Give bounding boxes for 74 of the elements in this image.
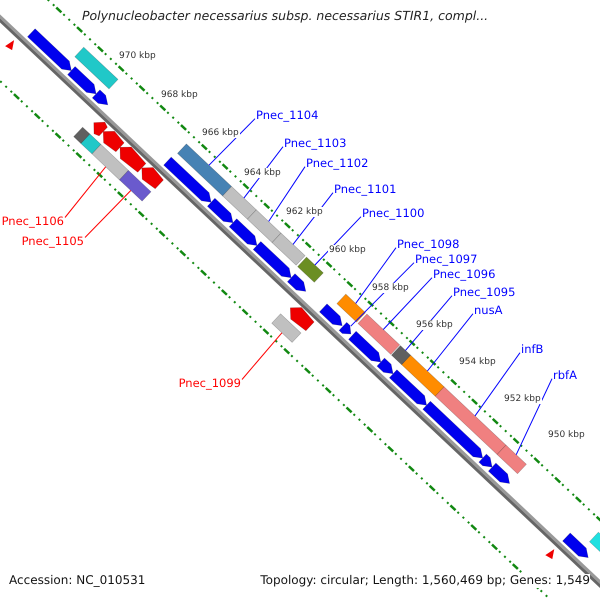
gene-bar <box>401 354 445 397</box>
gene-bar <box>141 167 164 190</box>
leader-line <box>64 166 106 218</box>
gene-bar <box>434 386 506 455</box>
gene-bar <box>319 303 343 326</box>
gene-bar <box>252 241 292 278</box>
gene-label: rbfA <box>553 368 577 382</box>
leader-line <box>314 216 362 266</box>
gene-bar <box>488 462 510 484</box>
gene-label: Pnec_1102 <box>306 156 368 170</box>
gene-label: Pnec_1097 <box>415 252 478 266</box>
gene-bar <box>286 273 306 292</box>
gene-bar <box>297 256 324 283</box>
footer-text: Accession: NC_010531 <box>9 574 146 588</box>
gene-bar <box>358 314 400 355</box>
gene-bar <box>102 130 124 152</box>
scale-label: 968 kbp <box>160 90 199 100</box>
scale-label: 962 kbp <box>285 207 324 218</box>
scale-label: 970 kbp <box>118 51 157 62</box>
leader-line <box>474 352 520 416</box>
leader-line <box>426 313 474 372</box>
gene-bar <box>388 369 427 406</box>
gene-bar <box>376 358 394 374</box>
footer-text: Topology: circular; Length: 1,560,469 bp; Genes: 1,549 <box>260 574 590 588</box>
gene-bar <box>94 122 108 136</box>
gene-bar <box>496 444 527 474</box>
gene-label: Pnec_1098 <box>397 238 460 251</box>
leader-line <box>516 378 552 456</box>
scale-label: 966 kbp <box>201 128 240 138</box>
gene-bar <box>163 156 212 203</box>
scale-label: 956 kbp <box>415 320 454 330</box>
gene-bar <box>391 345 412 366</box>
gene-bar <box>222 186 257 220</box>
gene-bar <box>562 532 589 558</box>
gene-bar <box>271 313 302 343</box>
leader-line <box>382 277 432 330</box>
gene-label: Pnec_1096 <box>433 268 496 281</box>
gene-bar <box>246 209 282 244</box>
leader-line <box>208 118 256 166</box>
gene-label: infB <box>521 342 544 356</box>
leader-line <box>84 190 132 238</box>
leader-line <box>355 247 396 304</box>
gene-bar <box>290 307 314 332</box>
gene-bar <box>73 126 90 144</box>
gene-bar <box>27 28 72 71</box>
gene-label: Pnec_1100 <box>362 206 424 220</box>
gene-bar <box>177 143 232 196</box>
gene-bar <box>67 66 96 94</box>
gene-label: Pnec_1101 <box>334 182 396 196</box>
gene-bar <box>120 146 146 173</box>
gene-bar <box>348 330 382 362</box>
scale-label: 952 kbp <box>503 394 542 404</box>
gene-bar <box>422 400 484 458</box>
scale-label: 954 kbp <box>458 357 497 368</box>
gene-bar <box>91 144 129 180</box>
gene-label: nusA <box>474 304 502 317</box>
gene-label: Pnec_1105 <box>22 234 84 248</box>
gene-label: Pnec_1106 <box>2 214 64 228</box>
gene-label: Pnec_1099 <box>178 376 241 390</box>
scale-label: 950 kbp <box>547 430 586 440</box>
leader-line <box>242 332 282 380</box>
gene-bar <box>336 294 366 323</box>
gene-label: Pnec_1103 <box>284 136 346 150</box>
gene-label: Pnec_1104 <box>256 108 318 122</box>
gene-bar <box>228 218 258 246</box>
leader-line <box>268 166 306 222</box>
gene-bar <box>80 134 102 154</box>
scale-label: 964 kbp <box>243 168 282 178</box>
gene-bar <box>119 170 152 202</box>
scale-label: 960 kbp <box>328 245 367 256</box>
gene-bar <box>74 46 118 90</box>
gene-bar <box>272 232 306 266</box>
gene-label: Pnec_1095 <box>453 286 516 299</box>
scale-label: 958 kbp <box>371 283 410 294</box>
